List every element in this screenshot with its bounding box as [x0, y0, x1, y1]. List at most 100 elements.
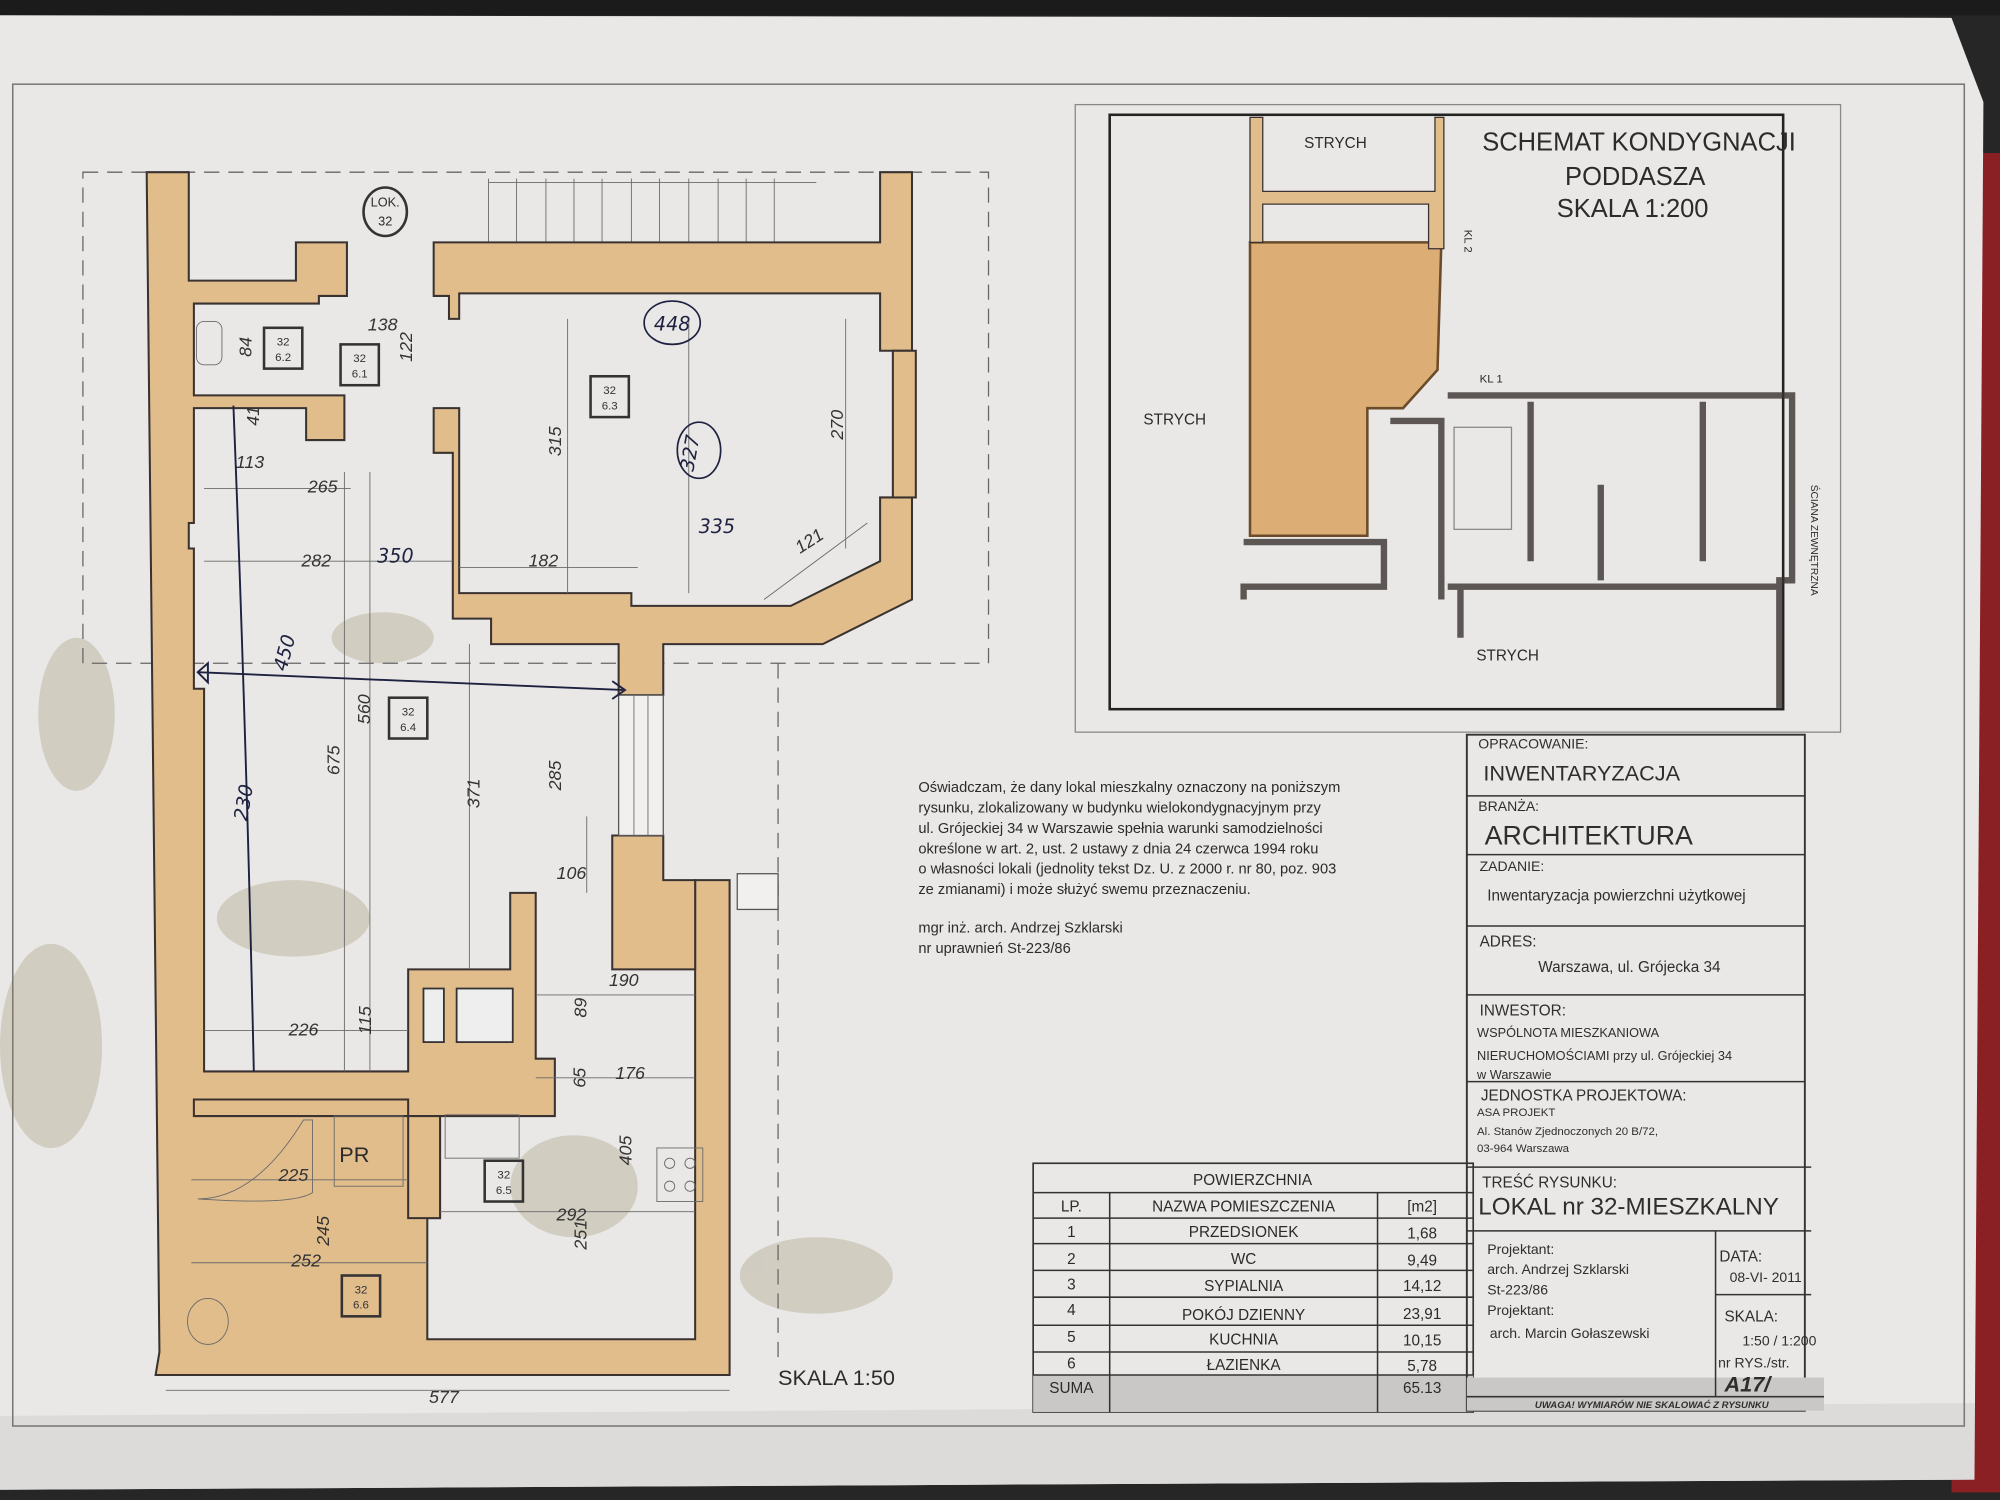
- svg-text:5: 5: [1067, 1329, 1076, 1346]
- dimension-label: 176: [615, 1063, 645, 1083]
- handwritten-448: 448: [654, 312, 691, 335]
- svg-text:6.5: 6.5: [496, 1185, 512, 1197]
- svg-text:ze zmianami) i może służyć swe: ze zmianami) i może służyć swemu przezna…: [918, 882, 1250, 898]
- dimension-label: 282: [300, 550, 331, 570]
- table-title: POWIERZCHNIA: [1193, 1172, 1313, 1189]
- handwritten-measure-arrow: [196, 661, 627, 700]
- title-block: OPRACOWANIE: INWENTARYZACJA BRANŻA: ARCH…: [1465, 733, 1824, 1412]
- branza-label: BRANŻA:: [1478, 797, 1539, 814]
- svg-text:3: 3: [1067, 1277, 1076, 1294]
- lok-number: 32: [378, 214, 392, 229]
- scale-label: SKALA 1:50: [778, 1365, 895, 1390]
- projektant-line: St-223/86: [1487, 1282, 1548, 1298]
- outer-wall-label: ŚCIANA ZEWNĘTRZNA: [1808, 485, 1821, 596]
- sink-icon: [444, 1114, 520, 1159]
- inwestor-label: INWESTOR:: [1480, 1002, 1566, 1019]
- dimension-label: 270: [827, 410, 847, 441]
- zadanie-value: Inwentaryzacja powierzchni użytkowej: [1487, 888, 1745, 905]
- inwestor-line: NIERUCHOMOŚCIAMI przy ul. Grójeckiej 34: [1477, 1048, 1732, 1063]
- dimension-label: 113: [236, 452, 265, 472]
- handwritten-350: 350: [377, 545, 414, 568]
- lok-label: LOK.: [371, 195, 400, 210]
- svg-text:6.3: 6.3: [602, 400, 618, 412]
- branza-value: ARCHITEKTURA: [1485, 820, 1693, 850]
- dimension-label: 285: [545, 761, 565, 792]
- signer: mgr inż. arch. Andrzej Szklarski: [918, 920, 1122, 936]
- svg-text:ŁAZIENKA: ŁAZIENKA: [1207, 1357, 1282, 1374]
- opracowanie-value: INWENTARYZACJA: [1483, 761, 1680, 786]
- bathtub-icon: [197, 1119, 313, 1202]
- svg-text:6.1: 6.1: [352, 369, 368, 381]
- paper: [0, 15, 1984, 1490]
- dimension-label: 245: [313, 1216, 333, 1247]
- license-number: nr uprawnień St-223/86: [918, 941, 1070, 957]
- handwritten-335: 335: [699, 515, 736, 538]
- svg-text:32: 32: [603, 385, 616, 397]
- strych-label: STRYCH: [1476, 648, 1539, 665]
- sheet-border: [11, 83, 1966, 1427]
- projektant-line: Projektant:: [1487, 1302, 1554, 1318]
- projektant-line: arch. Marcin Gołaszewski: [1490, 1325, 1650, 1341]
- dimension-label: 84: [235, 337, 255, 357]
- dimension-label: 315: [545, 426, 565, 456]
- jednostka-line: Al. Stanów Zjednoczonych 20 B/72,: [1477, 1126, 1658, 1138]
- dimension-label: 251: [571, 1220, 591, 1251]
- projektant-line: arch. Andrzej Szklarski: [1487, 1261, 1629, 1277]
- svg-text:WC: WC: [1231, 1251, 1257, 1268]
- jednostka-line: 03-964 Warszawa: [1477, 1143, 1570, 1155]
- table-header: NAZWA POMIESZCZENIA: [1152, 1199, 1336, 1216]
- svg-text:23,91: 23,91: [1403, 1306, 1441, 1323]
- svg-text:KUCHNIA: KUCHNIA: [1209, 1331, 1279, 1348]
- svg-text:32: 32: [497, 1170, 510, 1182]
- room-tag-6-1: 326.1: [339, 343, 381, 387]
- staircase: [488, 178, 817, 243]
- dimension-label: 41: [243, 406, 263, 426]
- svg-text:określone w art. 2, ust. 2 ust: określone w art. 2, ust. 2 ustawy z dnia…: [918, 841, 1318, 857]
- dimension-label: 65: [569, 1068, 589, 1088]
- svg-text:6.4: 6.4: [400, 722, 417, 734]
- scale-block-label: SKALA:: [1724, 1308, 1778, 1325]
- dimension-label: 560: [354, 694, 374, 724]
- svg-text:Oświadczam, że dany lokal mies: Oświadczam, że dany lokal mieszkalny ozn…: [918, 780, 1340, 796]
- dimension-label: 371: [464, 778, 484, 808]
- dimension-label: 577: [429, 1387, 460, 1407]
- adres-value: Warszawa, ul. Grójecka 34: [1538, 959, 1721, 976]
- svg-text:32: 32: [402, 707, 415, 719]
- svg-text:2: 2: [1067, 1251, 1076, 1268]
- toilet-icon: [187, 1298, 229, 1345]
- handwritten-measure-line: [232, 405, 255, 1072]
- strych-label: STRYCH: [1304, 135, 1367, 152]
- attic-floor-schema: STRYCH STRYCH STRYCH KL 2 KL 1 ŚCIANA ZE…: [1074, 103, 1842, 733]
- svg-text:4: 4: [1067, 1302, 1076, 1319]
- dimension-label: 190: [609, 970, 639, 990]
- kl2-label: KL 2: [1461, 230, 1473, 253]
- sum-label: SUMA: [1049, 1380, 1094, 1397]
- inwestor-line: WSPÓLNOTA MIESZKANIOWA: [1477, 1025, 1660, 1040]
- svg-text:SYPIALNIA: SYPIALNIA: [1204, 1278, 1284, 1295]
- room-tag-6-4: 326.4: [387, 696, 429, 740]
- jednostka-label: JEDNOSTKA PROJEKTOWA:: [1481, 1088, 1687, 1105]
- scale-block-value: 1:50 / 1:200: [1742, 1333, 1816, 1349]
- date-label: DATA:: [1719, 1248, 1762, 1265]
- dimension-label: 122: [396, 332, 416, 362]
- dimension-label: 225: [277, 1165, 308, 1185]
- dimension-label: 182: [528, 550, 558, 570]
- dimension-label: 89: [571, 998, 591, 1018]
- dimension-labels: 138 122 84 41 113 265 282 182 315 270 12…: [235, 314, 847, 1407]
- svg-text:PRZEDSIONEK: PRZEDSIONEK: [1189, 1224, 1299, 1241]
- stove-icon: [656, 1147, 704, 1202]
- apartment-floor-plan: LOK. 32 326.1 326.2 326.3 326.4 326.5 32…: [82, 171, 990, 1407]
- dimension-label: 115: [355, 1006, 375, 1035]
- dimension-label: 138: [368, 314, 398, 334]
- room-tag-6-6: 326.6: [340, 1274, 382, 1318]
- inset-title-line1: SCHEMAT KONDYGNACJI: [1482, 129, 1796, 157]
- table-header: [m2]: [1407, 1199, 1437, 1216]
- apartment-number-marker: LOK. 32: [362, 186, 409, 238]
- svg-text:6: 6: [1067, 1356, 1076, 1373]
- projektant-line: Projektant:: [1487, 1241, 1554, 1257]
- svg-text:32: 32: [277, 337, 290, 349]
